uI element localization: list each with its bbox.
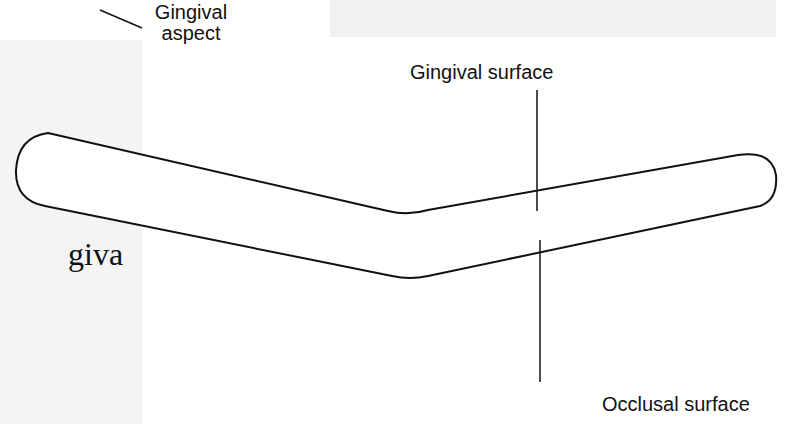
part-label: Gingival aspect <box>146 2 236 44</box>
leader-line <box>100 10 142 28</box>
leader-line <box>539 240 541 382</box>
slide-panel <box>0 40 142 424</box>
part-label: Gingival surface <box>410 62 610 83</box>
appliance-outline <box>16 133 776 278</box>
cropped-label: giva <box>68 238 148 272</box>
part-label: Occlusal surface <box>602 394 784 415</box>
slide-panel <box>330 0 776 37</box>
leader-line <box>536 90 538 211</box>
